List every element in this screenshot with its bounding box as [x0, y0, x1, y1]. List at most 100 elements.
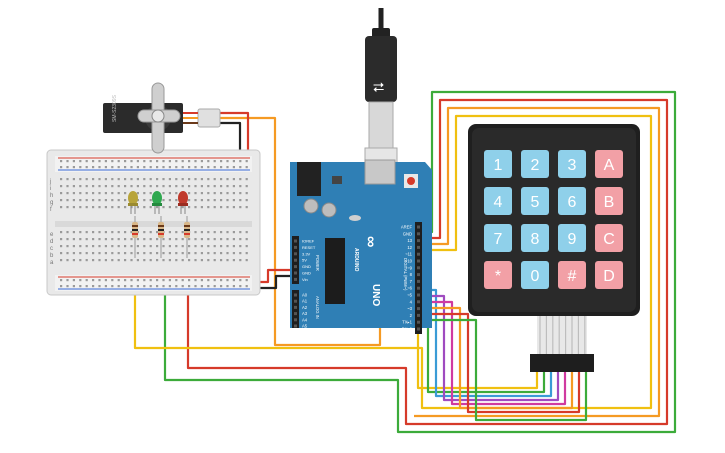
analog-pin-label: A1: [302, 299, 308, 304]
keypad-key-1[interactable]: 1: [484, 150, 512, 178]
header-pin[interactable]: [417, 307, 420, 311]
usb-port: [364, 159, 396, 185]
keypad-key-C[interactable]: C: [595, 224, 623, 252]
analog-pin-label: A4: [302, 317, 308, 322]
keypad-key-#[interactable]: #: [558, 261, 586, 289]
row-letter: e: [50, 232, 54, 238]
digital-pin-label: 13: [407, 238, 412, 243]
led-red[interactable]: [178, 191, 188, 214]
wire-yellow-outer[interactable]: [133, 114, 653, 410]
header-pin[interactable]: [294, 265, 297, 269]
analog-pin-label: A0: [302, 293, 308, 298]
header-pin[interactable]: [417, 252, 420, 256]
wire-orange-outer[interactable]: [414, 106, 661, 418]
keypad-key-8[interactable]: 8: [521, 224, 549, 252]
servo-motor[interactable]: SM-S2309S: [103, 82, 221, 154]
analog-pin-label: A5: [302, 324, 308, 329]
header-pin[interactable]: [294, 324, 297, 328]
breadboard[interactable]: j i h g f e d c b a: [46, 149, 261, 296]
keypad-key-label: 9: [568, 231, 577, 248]
arduino-uno-board[interactable]: ∞ ARDUINO UNO AREFGND1312~11~10~987~6~54…: [290, 159, 432, 334]
header-pin[interactable]: [294, 318, 297, 322]
keypad-key-D[interactable]: D: [595, 261, 623, 289]
keypad-key-label: 5: [531, 194, 540, 211]
wire-keypad-5[interactable]: [423, 300, 567, 406]
keypad-key-label: #: [568, 268, 577, 285]
crystal: [349, 215, 361, 221]
keypad-key-label: 1: [494, 157, 503, 174]
analog-pin-label: A3: [302, 311, 308, 316]
header-pin[interactable]: [417, 320, 420, 324]
keypad-key-A[interactable]: A: [595, 150, 623, 178]
keypad-key-label: 3: [568, 157, 577, 174]
header-pin[interactable]: [417, 266, 420, 270]
header-pin[interactable]: [294, 299, 297, 303]
header-pin[interactable]: [294, 252, 297, 256]
wire-servo-black[interactable]: [218, 121, 242, 160]
wire-keypad-6[interactable]: [423, 306, 574, 410]
analog-section-label: ANALOG IN: [315, 296, 320, 319]
header-pin[interactable]: [417, 245, 420, 249]
keypad-key-*[interactable]: *: [484, 261, 512, 289]
header-pin[interactable]: [417, 259, 420, 263]
header-pin[interactable]: [294, 271, 297, 275]
keypad-key-9[interactable]: 9: [558, 224, 586, 252]
capacitor-1: [303, 198, 319, 214]
header-pin[interactable]: [417, 239, 420, 243]
row-letter: a: [50, 260, 54, 266]
header-pin[interactable]: [294, 258, 297, 262]
header-pin[interactable]: [417, 273, 420, 277]
keypad-key-B[interactable]: B: [595, 187, 623, 215]
arduino-model-label: UNO: [370, 284, 381, 306]
keypad-ribbon: [537, 316, 587, 354]
digital-pin-label: GND: [403, 231, 412, 236]
digital-pin-label: 8: [410, 272, 413, 277]
header-pin[interactable]: [417, 300, 420, 304]
usb-cable[interactable]: ⮂: [364, 8, 398, 173]
wire-servo-red[interactable]: [218, 111, 250, 160]
resistor-3: [184, 216, 190, 258]
digital-pin-label: 2: [410, 313, 413, 318]
servo-model-label: SM-S2309S: [112, 94, 118, 122]
wire-power-black[interactable]: [255, 274, 298, 290]
header-pin[interactable]: [417, 232, 420, 236]
keypad-key-2[interactable]: 2: [521, 150, 549, 178]
power-pin-label: Vin: [302, 277, 308, 282]
reset-button[interactable]: [407, 177, 415, 185]
resistors[interactable]: [132, 216, 190, 258]
servo-horn: [137, 82, 181, 154]
header-pin[interactable]: [417, 293, 420, 297]
keypad-key-3[interactable]: 3: [558, 150, 586, 178]
header-pin[interactable]: [417, 225, 420, 229]
led-green[interactable]: [152, 191, 162, 214]
keypad-key-label: *: [495, 268, 501, 285]
header-pin[interactable]: [417, 279, 420, 283]
keypad-key-0[interactable]: 0: [521, 261, 549, 289]
keypad-key-6[interactable]: 6: [558, 187, 586, 215]
header-pin[interactable]: [294, 239, 297, 243]
wire-power-red[interactable]: [255, 268, 298, 284]
row-letter: i: [50, 186, 51, 192]
digital-pin-label: 7: [410, 279, 413, 284]
row-letter: g: [50, 200, 53, 206]
wire-keypad-4[interactable]: [423, 294, 560, 402]
keypad-key-4[interactable]: 4: [484, 187, 512, 215]
wire-keypad-7[interactable]: [423, 312, 581, 414]
header-pin[interactable]: [294, 245, 297, 249]
header-pin[interactable]: [294, 293, 297, 297]
header-pin[interactable]: [417, 286, 420, 290]
led-yellow[interactable]: [128, 191, 138, 214]
row-letter: b: [50, 253, 54, 259]
header-pin[interactable]: [294, 312, 297, 316]
header-pin[interactable]: [417, 313, 420, 317]
wire-keypad-8[interactable]: [423, 318, 588, 422]
digital-pin-label: ~9: [407, 265, 412, 270]
keypad-key-5[interactable]: 5: [521, 187, 549, 215]
header-pin[interactable]: [294, 277, 297, 281]
header-pin[interactable]: [294, 305, 297, 309]
wire-red-outer[interactable]: [186, 98, 669, 426]
resistor-2: [158, 216, 164, 258]
header-pin[interactable]: [417, 327, 420, 331]
keypad-key-7[interactable]: 7: [484, 224, 512, 252]
